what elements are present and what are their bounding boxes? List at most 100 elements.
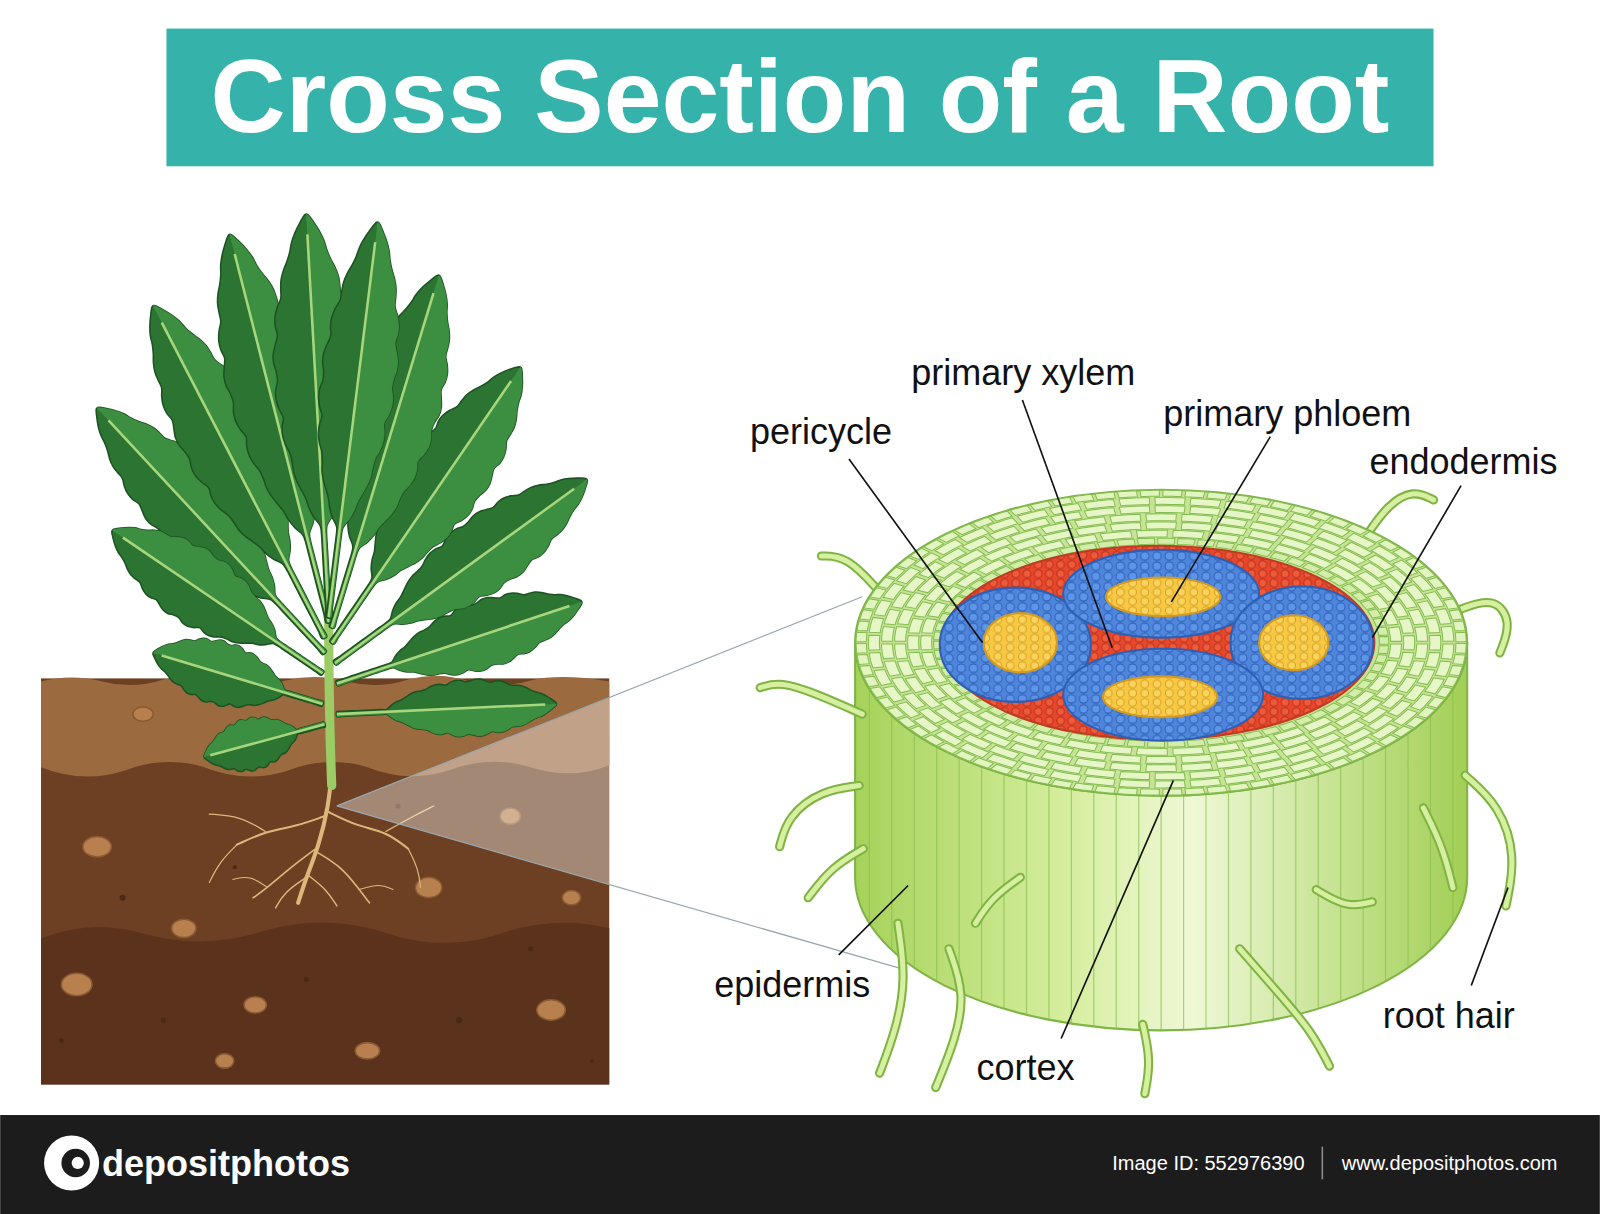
cell-ring [868,498,1453,788]
cell-ring [921,530,1402,755]
side-cell-wall [891,715,892,950]
cortex-cell [898,558,917,569]
leaf-blade [318,222,399,618]
leaf-blade [336,679,556,737]
cortex-cell [1207,786,1227,794]
side-cell-wall [1340,767,1341,1002]
side-cell-wall [1363,758,1364,993]
cortex-cell [868,635,879,650]
side-cell-wall [1026,780,1027,1015]
root-hair [1316,890,1372,905]
cortex-cell [1425,652,1440,667]
leaf-midrib [337,606,570,684]
cortex-cell [857,655,869,665]
cortex-cell [1379,636,1389,644]
cortex-cell [1190,506,1221,515]
leaf-midrib [210,724,324,755]
cortex-cell [1110,754,1141,763]
cortex-cell [1187,739,1205,746]
cortex-cell [1235,544,1254,552]
plant-root [233,877,268,887]
side-cell-wall [1250,789,1251,1024]
cortex-cell [1147,741,1164,747]
part-label: primary phloem [1163,393,1411,434]
cell-ring [908,522,1415,763]
cortex-cell [1117,539,1135,546]
leaf-blade [153,638,324,707]
cortex-cell [1441,644,1454,659]
side-cell-wall [1407,733,1408,968]
root-hair [1240,949,1330,1066]
footer-bar [0,1115,1600,1214]
cortex-cell [1119,771,1149,779]
cortex-cell [860,610,874,620]
cortex-cell [1110,522,1141,531]
cortex-cell [1095,786,1115,794]
xylem-lobes [940,550,1374,741]
cortex-cell [1190,498,1221,507]
cortex-cell [1127,740,1145,747]
root-hair [880,923,903,1073]
pericycle-ring [942,546,1375,740]
side-cell-wall [914,733,915,968]
side-cell-wall [1048,785,1049,1020]
cortex-cell [1119,506,1149,514]
cortex-cell [1136,530,1167,537]
cortex-cell [1155,772,1185,779]
plant-root [209,814,265,831]
cortex-cell [1371,663,1384,672]
root-hair [1465,775,1512,906]
cortex-cell [856,644,867,654]
leaf-highlight [204,717,325,757]
xylem-lobe [1063,649,1263,741]
cortex-cell [1095,492,1115,500]
root-hair [1143,1024,1149,1093]
root-hair [1240,949,1330,1066]
part-label: root hair [1383,995,1515,1036]
site-address: www.depositphotos.com [1342,1152,1558,1175]
cortex-cell [1030,501,1051,510]
side-cell-wall [869,689,870,924]
root-hair [975,877,1020,923]
cortex-cell [1136,748,1167,755]
cortex-cell [1443,599,1458,610]
cell-ring [882,506,1441,780]
cortex-cell [1117,788,1137,795]
leaf-blade [204,717,325,771]
cortex-cell [1403,635,1414,650]
plant-root [408,849,420,888]
cortex-cell [1368,609,1382,618]
leaf-highlight [337,602,582,686]
root-hair [780,786,860,847]
cortex-cell [1449,610,1463,620]
part-label: endodermis [1369,441,1557,482]
cortex-cell [1207,492,1227,500]
cortex-cell [1415,627,1428,642]
leaf-midrib [162,655,323,703]
cortex-cell [1181,754,1212,763]
root-hair [760,684,862,714]
side-cell-wall [1093,792,1094,1027]
cortex-cell [869,617,884,632]
cortex-cell [1030,775,1051,784]
cortex-cell [1425,618,1440,633]
side-cell-wall [981,767,982,1002]
cortex-cell [1119,498,1150,506]
cortex-cell [882,644,895,659]
cortex-cell [1155,506,1185,513]
plant-root [276,877,307,908]
root-hair [821,556,879,592]
cortex-cell [1225,734,1244,742]
magnifier-wedge [337,597,903,969]
side-cell-wall [1183,795,1184,1030]
leaf [204,717,325,771]
cortex-cell [1415,644,1428,659]
leaf [153,638,324,707]
cortex-cell [1364,672,1378,681]
side-cell-wall [959,758,960,993]
root-hair [936,949,961,1088]
cortex-cell [1146,764,1177,771]
cortex-cell [1163,490,1182,496]
